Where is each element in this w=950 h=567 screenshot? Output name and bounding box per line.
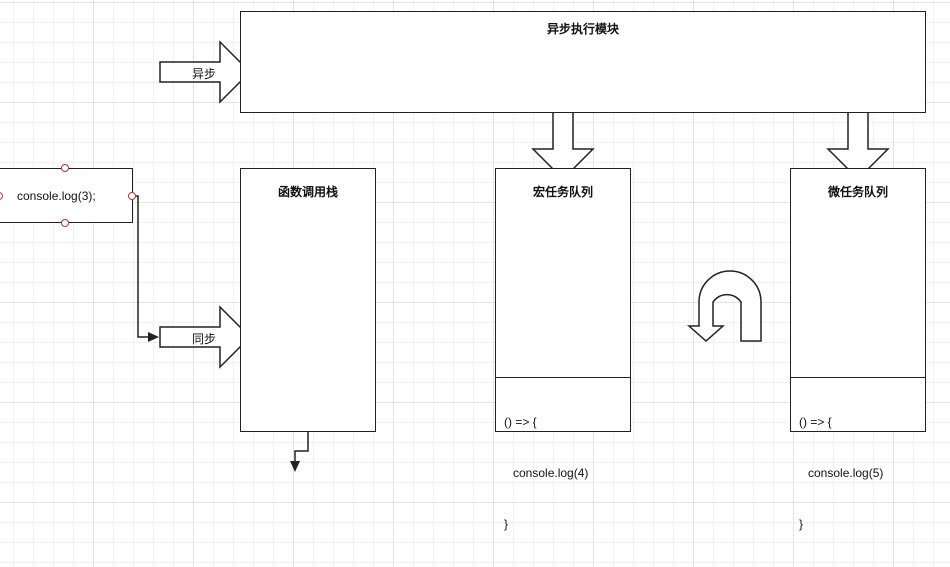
sync-connector-arrowhead <box>148 332 159 342</box>
console-log-3-node[interactable]: console.log(3); <box>0 168 133 223</box>
micro-queue-task[interactable]: () => { console.log(5) } <box>791 377 925 531</box>
stack-output-line <box>294 431 309 463</box>
function-call-stack[interactable]: 函数调用栈 <box>240 168 376 432</box>
macro-code-line-2: console.log(4) <box>513 466 589 480</box>
micro-code-line-2: console.log(5) <box>808 466 884 480</box>
sync-arrow-label: 同步 <box>192 332 217 346</box>
async-module-title: 异步执行模块 <box>546 22 619 36</box>
async-block-arrow[interactable] <box>159 40 252 104</box>
macro-queue-title: 宏任务队列 <box>532 185 593 199</box>
macro-code-line-1: () => { <box>504 415 537 429</box>
sync-connector-line <box>132 195 148 338</box>
micro-code-line-3: } <box>799 517 804 531</box>
micro-code-line-1: () => { <box>799 415 832 429</box>
micro-task-queue[interactable]: 微任务队列 () => { console.log(5) } <box>790 168 926 531</box>
console-log-3-text: console.log(3); <box>17 189 96 203</box>
micro-queue-title: 微任务队列 <box>827 185 888 199</box>
macro-task-queue[interactable]: 宏任务队列 () => { console.log(4) } <box>495 168 631 531</box>
u-turn-arrow[interactable] <box>687 270 762 343</box>
stack-output-arrowhead <box>290 461 300 472</box>
async-execution-module[interactable]: 异步执行模块 <box>240 11 926 113</box>
macro-code-line-3: } <box>504 517 509 531</box>
async-arrow-label: 异步 <box>192 67 217 81</box>
diagram-canvas: 异步执行模块 函数调用栈 宏任务队列 () => { console.log(4… <box>0 11 926 531</box>
macro-queue-task[interactable]: () => { console.log(4) } <box>496 377 630 531</box>
call-stack-title: 函数调用栈 <box>277 185 338 199</box>
sync-block-arrow[interactable] <box>159 305 252 369</box>
